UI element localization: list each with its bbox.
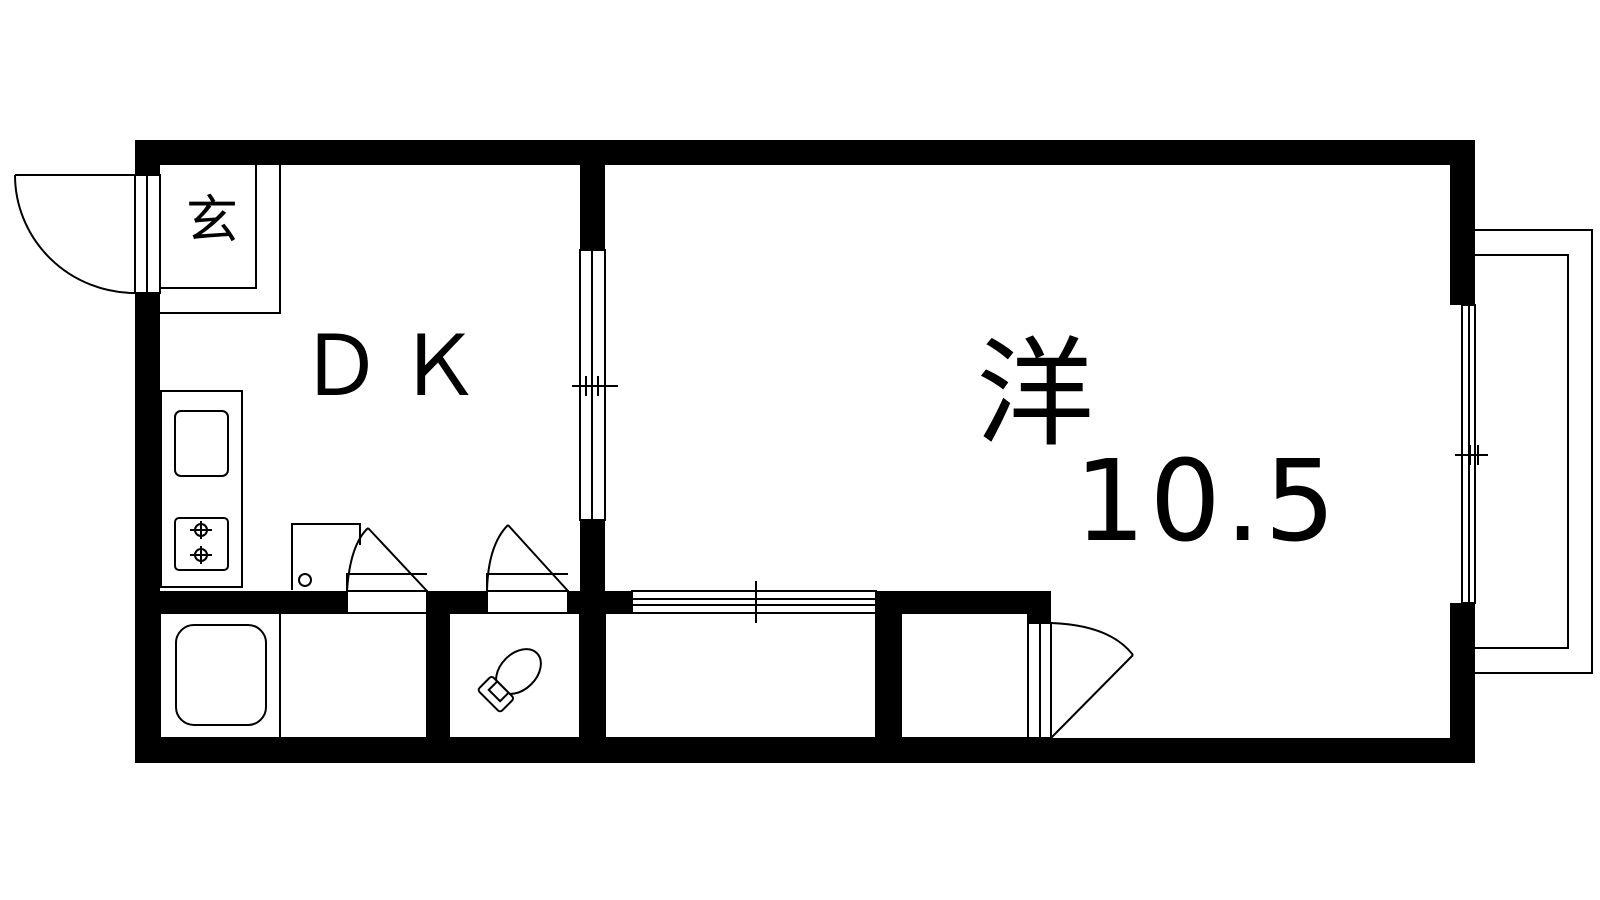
- closet: [604, 612, 877, 739]
- bathtub-icon: [175, 624, 267, 726]
- entrance-area: [160, 165, 281, 314]
- dining-kitchen-label: ＤＫ: [299, 317, 495, 415]
- outer-walls: [135, 140, 1475, 763]
- storage-door: [1027, 622, 1134, 739]
- entrance-label: 玄: [186, 191, 238, 251]
- appliance-space: [291, 523, 361, 590]
- interior-walls: [135, 140, 1051, 763]
- western-room-label: 洋: [976, 325, 1094, 463]
- sliding-door-dk-western: [572, 249, 618, 521]
- stove-icon: [174, 517, 229, 571]
- toilet-door: [486, 524, 569, 614]
- entrance-door: [14, 174, 161, 294]
- unit-bath: [159, 612, 428, 739]
- toilet-icon: [448, 612, 581, 739]
- balcony: [1475, 229, 1593, 674]
- western-room-size: 10.5: [1074, 437, 1339, 567]
- bathroom-door: [346, 527, 428, 614]
- closet-sliding-door: [631, 581, 877, 623]
- balcony-window: [1455, 304, 1488, 604]
- storage: [900, 612, 1029, 739]
